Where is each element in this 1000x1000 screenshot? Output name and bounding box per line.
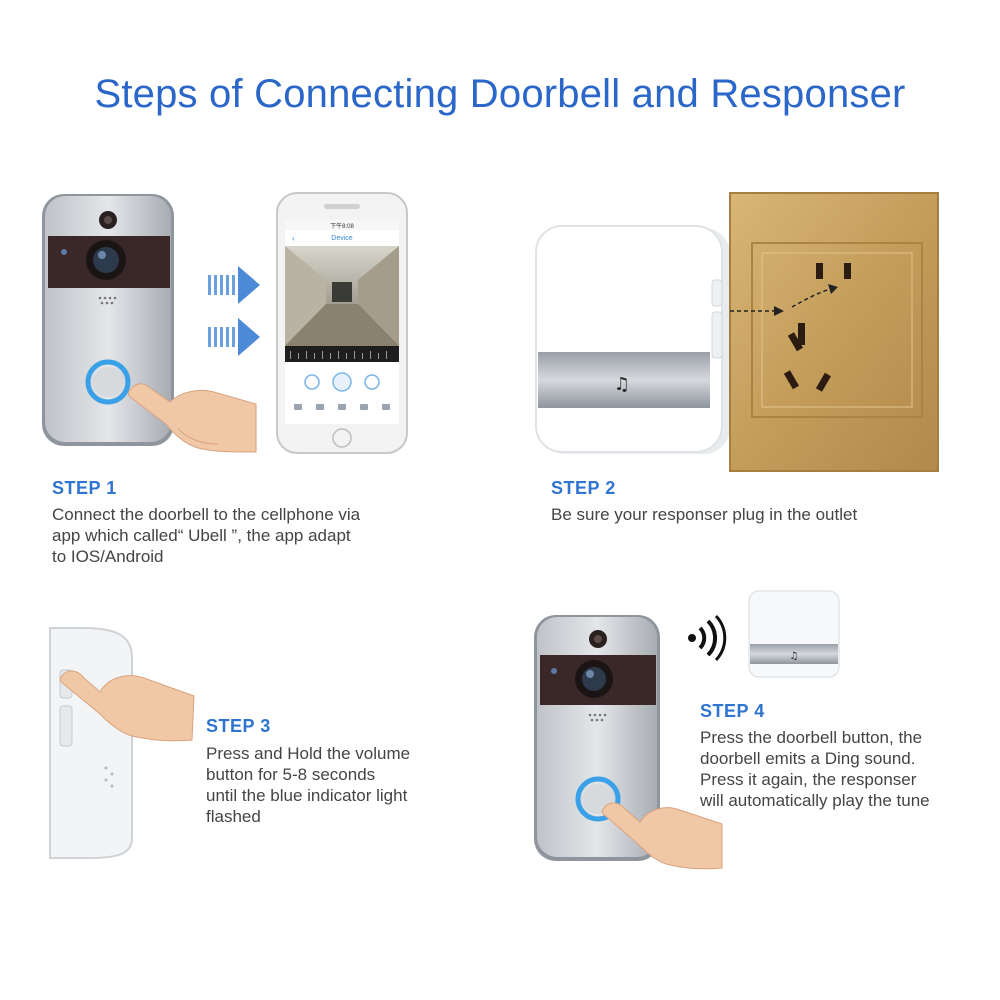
svg-text:‹: ‹ [292,234,295,243]
smartphone-image: 下午8:08 Device ‹ [276,192,408,454]
responser-small-image: ♫ [748,590,840,678]
arrow-right-icon [208,266,260,304]
music-note-icon: ♫ [614,374,630,395]
step-1-description: Connect the doorbell to the cellphone vi… [52,505,361,566]
doorbell-image-step1 [42,194,174,446]
arrow-right-icon [208,318,260,356]
music-note-icon: ♫ [790,651,799,662]
responser-image: ♫ [535,225,730,454]
hand-image-step1 [127,383,257,453]
doorbell-image-step4 [534,615,660,861]
phone-header: Device [331,235,353,242]
step-2-label: STEP 2 [551,478,616,498]
step-3-description: Press and Hold the volume button for 5-8… [206,744,411,826]
step-2-description: Be sure your responser plug in the outle… [551,505,858,524]
wifi-signal-icon [688,614,727,662]
hand-image-step4 [601,802,723,870]
step-4-description: Press the doorbell button, the doorbell … [700,728,930,810]
step-1-label: STEP 1 [52,478,117,498]
wall-outlet-image [729,192,939,472]
page-title: Steps of Connecting Doorbell and Respons… [94,72,906,116]
step-3-label: STEP 3 [206,716,271,736]
phone-time: 下午8:08 [330,222,354,230]
hand-image-step3 [59,670,195,742]
step-4-label: STEP 4 [700,701,765,721]
